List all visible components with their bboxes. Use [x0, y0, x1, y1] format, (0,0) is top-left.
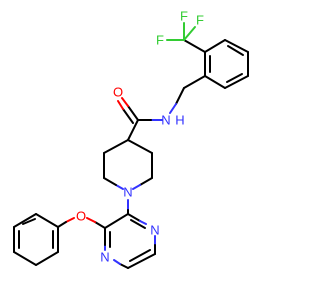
trifluoromethyl-group: [166, 22, 206, 53]
structure-canvas: F F F N H O N O N N: [13, 9, 249, 269]
atom-n-pyrazine-2: N: [100, 250, 109, 265]
phenyl-ring: [13, 213, 59, 266]
atom-o-ether: O: [76, 209, 86, 224]
amide-linker: [117, 75, 206, 141]
atom-h-amide: H: [175, 113, 184, 128]
atom-n-pyrazine-1: N: [150, 223, 159, 238]
atom-o-carbonyl: O: [113, 85, 123, 100]
ether-linker: [57, 217, 106, 229]
atom-n-piperidine: N: [123, 185, 132, 200]
benzyl-ring: [204, 39, 249, 89]
atom-f1: F: [180, 9, 188, 24]
piperidine-ring: [103, 139, 153, 190]
atom-f2: F: [156, 33, 164, 48]
molecule-structure: F F F N H O N O N N: [13, 9, 249, 269]
atom-n-amide: N: [161, 113, 170, 128]
atom-f3: F: [196, 13, 204, 28]
pyrazine-ring: [104, 213, 156, 269]
